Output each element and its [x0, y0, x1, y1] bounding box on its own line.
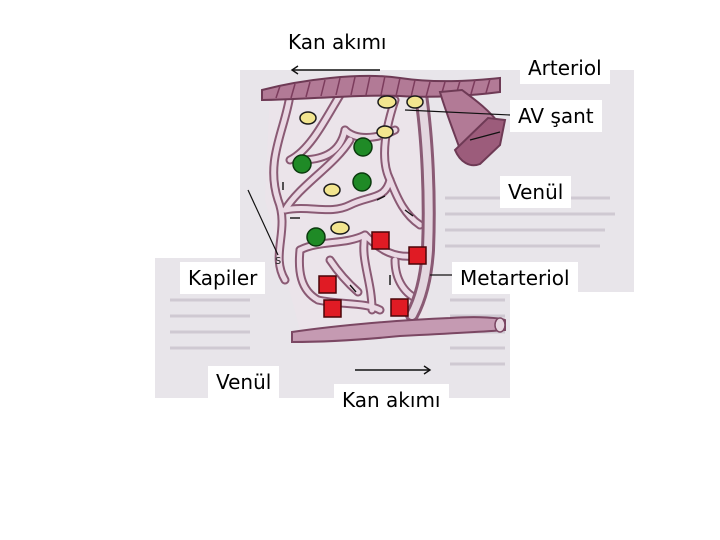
yellow-cell	[299, 111, 317, 125]
av-shunt-vessel-lower	[453, 116, 507, 167]
red-cells	[318, 231, 427, 318]
pointer-lines	[247, 109, 511, 276]
label-kan-akimi-top: Kan akımı	[280, 26, 395, 58]
label-av-sant: AV şant	[510, 100, 602, 132]
red-cell	[408, 246, 427, 265]
green-cell	[352, 172, 372, 192]
yellow-cell	[377, 95, 397, 109]
green-cell	[292, 154, 312, 174]
yellow-cell	[406, 95, 424, 109]
label-arteriol: Arteriol	[520, 52, 610, 84]
green-cell	[353, 137, 373, 157]
arteriol-stripes	[275, 75, 491, 99]
red-cell	[318, 275, 337, 294]
flow-arrows	[282, 65, 432, 375]
label-venul-bottom: Venül	[208, 366, 280, 398]
green-cells	[292, 137, 373, 247]
label-kan-akimi-bottom: Kan akımı	[334, 384, 449, 416]
green-cell	[306, 227, 326, 247]
red-cell	[371, 231, 390, 250]
red-cell	[390, 298, 409, 317]
yellow-cell	[330, 221, 350, 235]
metarteriol-vessel-inner	[408, 84, 433, 319]
label-kapiler: Kapiler	[180, 262, 266, 294]
label-venul-right: Venül	[500, 176, 572, 208]
venul-vessel-bottom	[291, 316, 506, 344]
label-metarteriol: Metarteriol	[452, 262, 578, 294]
yellow-cells	[299, 95, 424, 235]
panel-letter-s: s	[275, 253, 281, 267]
yellow-cell	[376, 125, 394, 139]
red-cell	[323, 299, 342, 318]
venul-vessel-end	[494, 317, 506, 333]
yellow-cell	[323, 183, 341, 197]
